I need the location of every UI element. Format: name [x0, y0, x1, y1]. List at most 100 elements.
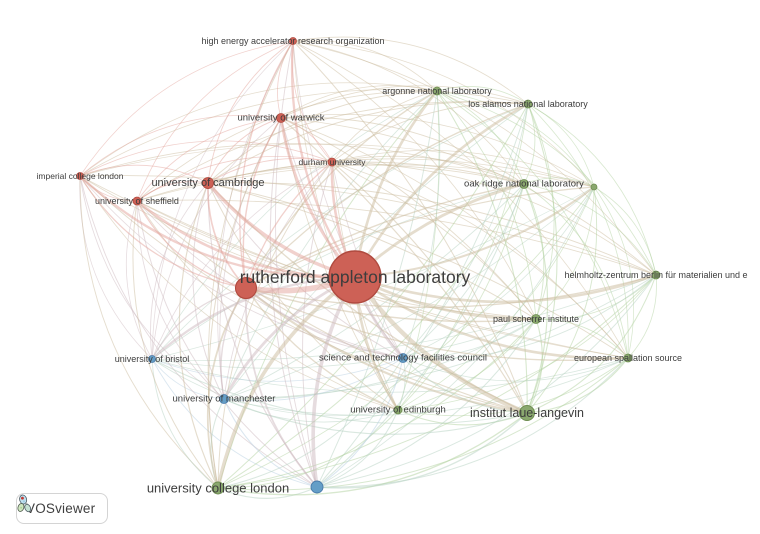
edge [136, 199, 356, 279]
node-ral[interactable] [328, 250, 382, 304]
edge [79, 175, 404, 359]
edge [436, 86, 529, 105]
edge [217, 357, 629, 491]
edge [292, 40, 629, 359]
edge [280, 85, 529, 119]
edge [223, 186, 595, 400]
node-label-ess: european spallation source [574, 353, 682, 363]
vosviewer-logo-icon [17, 494, 32, 513]
node-label-cambridge: university of cambridge [151, 177, 264, 189]
edge [79, 143, 595, 188]
edge [331, 161, 528, 414]
vosviewer-logo-label: VOSviewer [26, 501, 96, 516]
edge [593, 186, 635, 359]
node-greensm[interactable] [590, 183, 598, 191]
edge [316, 357, 404, 488]
edge [150, 182, 209, 360]
edge [527, 103, 657, 276]
edge [79, 175, 225, 400]
edge [151, 358, 399, 417]
edge [216, 275, 357, 489]
node-ucl[interactable] [211, 481, 225, 495]
node-manchester[interactable] [219, 394, 229, 404]
edge [136, 200, 629, 359]
node-edinburgh[interactable] [393, 405, 403, 415]
node-hearo[interactable] [289, 37, 297, 45]
edge [136, 199, 657, 276]
node-label-argonne: argonne national laboratory [382, 86, 492, 96]
edge [331, 155, 525, 185]
node-losalamos[interactable] [523, 99, 533, 109]
edge [353, 102, 529, 278]
edge [402, 103, 529, 359]
edge [311, 276, 357, 488]
edge [292, 39, 438, 92]
edge [526, 357, 629, 414]
edge [217, 103, 529, 489]
edge [207, 182, 247, 289]
edge [151, 287, 247, 360]
edge [292, 40, 537, 320]
edge [136, 181, 209, 202]
node-label-hzb: helmholtz-zentrum berlin für materialien… [564, 270, 747, 280]
edge [402, 274, 657, 360]
edge [79, 175, 528, 414]
edge [402, 357, 528, 414]
node-warwick[interactable] [276, 113, 286, 123]
node-oakridge[interactable] [519, 179, 529, 189]
node-label-edinburgh: university of edinburgh [350, 405, 446, 416]
node-label-manchester: university of manchester [173, 394, 276, 405]
node-sheffield[interactable] [132, 196, 142, 206]
edge [316, 409, 399, 488]
node-durham[interactable] [327, 157, 337, 167]
edge [290, 40, 356, 278]
node-argonne[interactable] [432, 86, 442, 96]
edge [151, 318, 537, 369]
edge [223, 398, 528, 435]
edge [436, 90, 657, 276]
edge [223, 183, 525, 400]
node-label-psi: paul scherrer institute [493, 314, 579, 324]
node-ess[interactable] [623, 353, 633, 363]
node-cambridge[interactable] [202, 177, 214, 189]
node-stfc[interactable] [398, 353, 408, 363]
edge [207, 182, 657, 276]
edge [79, 115, 282, 177]
edge [353, 275, 528, 416]
edge [151, 358, 528, 425]
edge [79, 175, 247, 289]
edge [331, 102, 529, 163]
edge [79, 164, 209, 184]
edge [217, 412, 528, 496]
edge [245, 287, 528, 415]
edge [280, 117, 629, 359]
edge [245, 287, 629, 361]
edge [402, 357, 629, 382]
edge [245, 186, 595, 289]
node-bluesm[interactable] [310, 480, 324, 494]
edge [239, 40, 294, 289]
edge [316, 274, 657, 488]
edge [280, 117, 657, 276]
edge [151, 358, 225, 400]
node-ill[interactable] [519, 405, 535, 421]
node-psi[interactable] [531, 314, 541, 324]
edge [79, 175, 657, 276]
edge [79, 175, 318, 488]
node-label-hearo: high energy accelerator research organiz… [201, 36, 384, 46]
edge [223, 318, 537, 400]
node-bristol[interactable] [148, 355, 156, 363]
node-redsm[interactable] [234, 276, 258, 300]
node-label-durham: durham university [298, 157, 366, 167]
edge [136, 200, 225, 400]
node-hzb[interactable] [651, 270, 661, 280]
node-imperial[interactable] [76, 172, 84, 180]
edge [207, 182, 399, 411]
edge [217, 274, 657, 489]
edge [136, 200, 247, 289]
edge [527, 103, 629, 359]
edge [79, 40, 294, 177]
edge [436, 90, 537, 320]
